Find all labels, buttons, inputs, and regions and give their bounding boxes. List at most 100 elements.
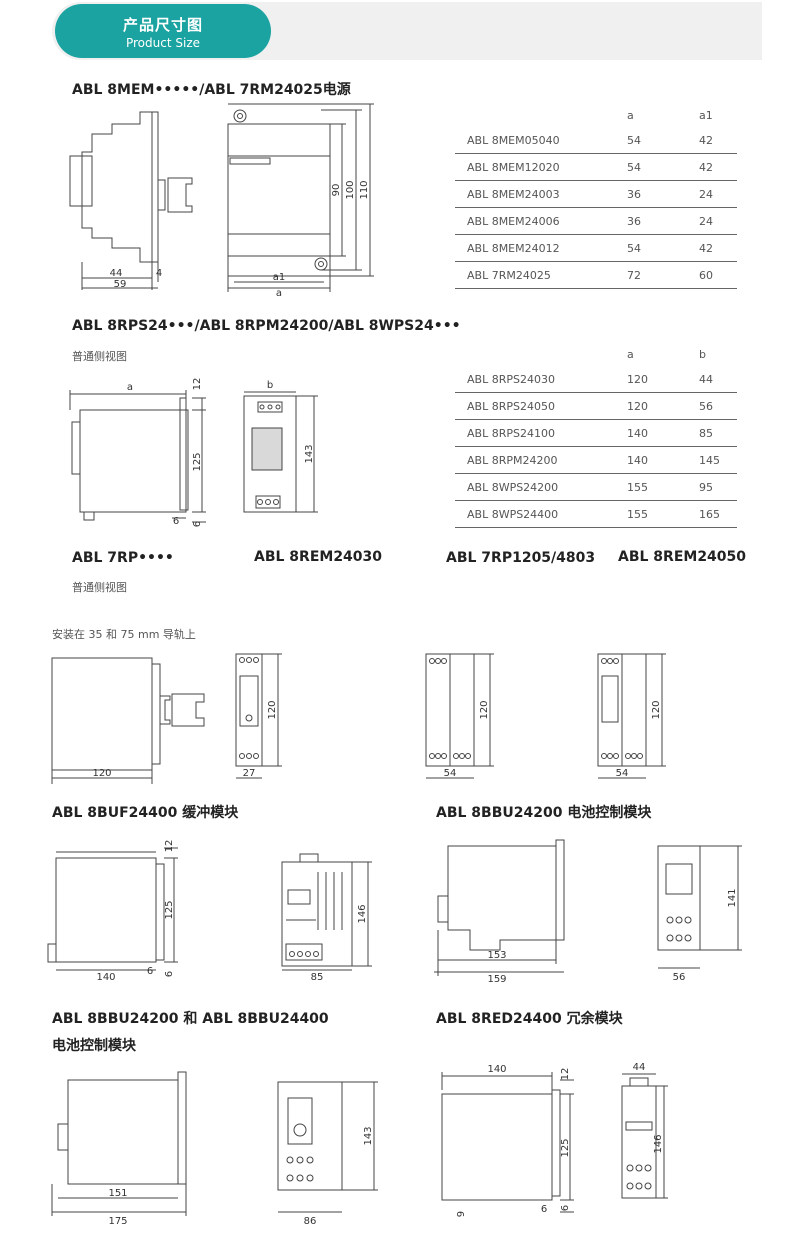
dim-label: 9 — [456, 1211, 467, 1217]
dim-label: 125 — [192, 452, 203, 471]
dim-label: 120 — [267, 700, 278, 719]
table-header-row: a a1 — [455, 103, 737, 127]
dim-label: 141 — [727, 888, 738, 907]
dim-label: 146 — [357, 904, 368, 923]
dim-label: 59 — [114, 279, 127, 290]
s5-red-side-view — [441, 1072, 574, 1213]
s3-title-3: ABL 7RP1205/4803 — [446, 550, 596, 566]
s3-title-2: ABL 8REM24030 — [254, 549, 383, 565]
s5-red-front-view — [621, 1073, 668, 1199]
col-header-b: b — [699, 347, 706, 361]
dim-label: 56 — [673, 972, 686, 983]
s2-subtitle: 普通侧视图 — [72, 350, 127, 363]
s5-bbu-front-view — [277, 1081, 378, 1213]
dim-label: 140 — [96, 972, 115, 983]
s3-subtitle: 普通侧视图 — [72, 581, 127, 594]
dim-label: a — [127, 382, 133, 393]
dim-label: 153 — [487, 950, 506, 961]
dim-label: 54 — [616, 768, 629, 779]
dim-label: 143 — [304, 444, 315, 463]
dim-label: 6 — [560, 1205, 571, 1211]
dim-label: 12 — [164, 840, 175, 853]
s1-title: ABL 8MEM•••••/ABL 7RM24025电源 — [72, 82, 351, 98]
s1-side-view — [69, 111, 193, 290]
dim-label: 120 — [479, 700, 490, 719]
dim-label: 6 — [541, 1204, 547, 1215]
s2-side-view — [69, 390, 206, 523]
dim-label: 6 — [164, 971, 175, 977]
col-header-a: a — [627, 108, 634, 122]
dim-label: 6 — [192, 521, 203, 527]
s4-bbu-front-view — [657, 845, 742, 969]
s4-buf-side-view — [47, 847, 178, 971]
dim-label: 125 — [164, 900, 175, 919]
section-title-pill: 产品尺寸图 Product Size — [55, 4, 271, 58]
dim-label: 44 — [633, 1062, 646, 1073]
s4-title-1: ABL 8BUF24400 缓冲模块 — [52, 805, 239, 821]
dim-label: 12 — [192, 378, 203, 391]
dim-label: 125 — [560, 1138, 571, 1157]
title-en: Product Size — [125, 36, 200, 50]
dim-label: 86 — [304, 1216, 317, 1227]
dim-label: 100 — [345, 180, 356, 199]
dim-label: 6 — [147, 966, 153, 977]
s2-front-view — [243, 391, 318, 513]
dim-label: 12 — [560, 1068, 571, 1081]
dim-label: a1 — [273, 272, 286, 283]
s5-title-1a: ABL 8BBU24200 和 ABL 8BBU24400 — [52, 1011, 329, 1027]
s5-title-1b: 电池控制模块 — [52, 1038, 136, 1054]
dim-label: 27 — [243, 768, 256, 779]
s3-front-view-1 — [235, 653, 282, 779]
dim-label: 140 — [487, 1064, 506, 1075]
dim-label: 4 — [156, 268, 162, 279]
dim-label: 90 — [331, 184, 342, 197]
dim-label: 85 — [311, 972, 324, 983]
s5-title-2: ABL 8RED24400 冗余模块 — [436, 1011, 623, 1027]
dim-label: 143 — [363, 1126, 374, 1145]
dim-label: 146 — [653, 1134, 664, 1153]
dim-label: 120 — [92, 768, 111, 779]
dim-label: 151 — [108, 1188, 127, 1199]
s4-title-2: ABL 8BBU24200 电池控制模块 — [436, 805, 652, 821]
dim-label: 110 — [359, 180, 370, 199]
s1-front-view — [227, 103, 374, 292]
dim-label: 54 — [444, 768, 457, 779]
dim-label: a — [276, 288, 282, 299]
dim-label: 44 — [110, 268, 123, 279]
dim-label: b — [267, 380, 273, 391]
s3-title-1: ABL 7RP•••• — [72, 550, 174, 566]
s4-bbu-side-view — [434, 839, 565, 976]
col-header-a1: a1 — [699, 108, 713, 122]
dim-label: 159 — [487, 974, 506, 985]
s3-side-view — [51, 657, 205, 784]
s3-front-view-3 — [597, 653, 666, 779]
dim-label: 175 — [108, 1216, 127, 1227]
col-header-a: a — [627, 347, 634, 361]
s4-buf-front-view — [281, 853, 372, 971]
s5-bbu-side-view — [51, 1071, 187, 1216]
s3-title-4: ABL 8REM24050 — [618, 549, 747, 565]
s2-title: ABL 8RPS24•••/ABL 8RPM24200/ABL 8WPS24••… — [72, 318, 461, 334]
title-cn: 产品尺寸图 — [122, 16, 203, 34]
dim-label: 6 — [173, 516, 179, 527]
s3-rail-note: 安装在 35 和 75 mm 导轨上 — [52, 628, 196, 641]
s3-front-view-2 — [425, 653, 494, 779]
dim-label: 120 — [651, 700, 662, 719]
